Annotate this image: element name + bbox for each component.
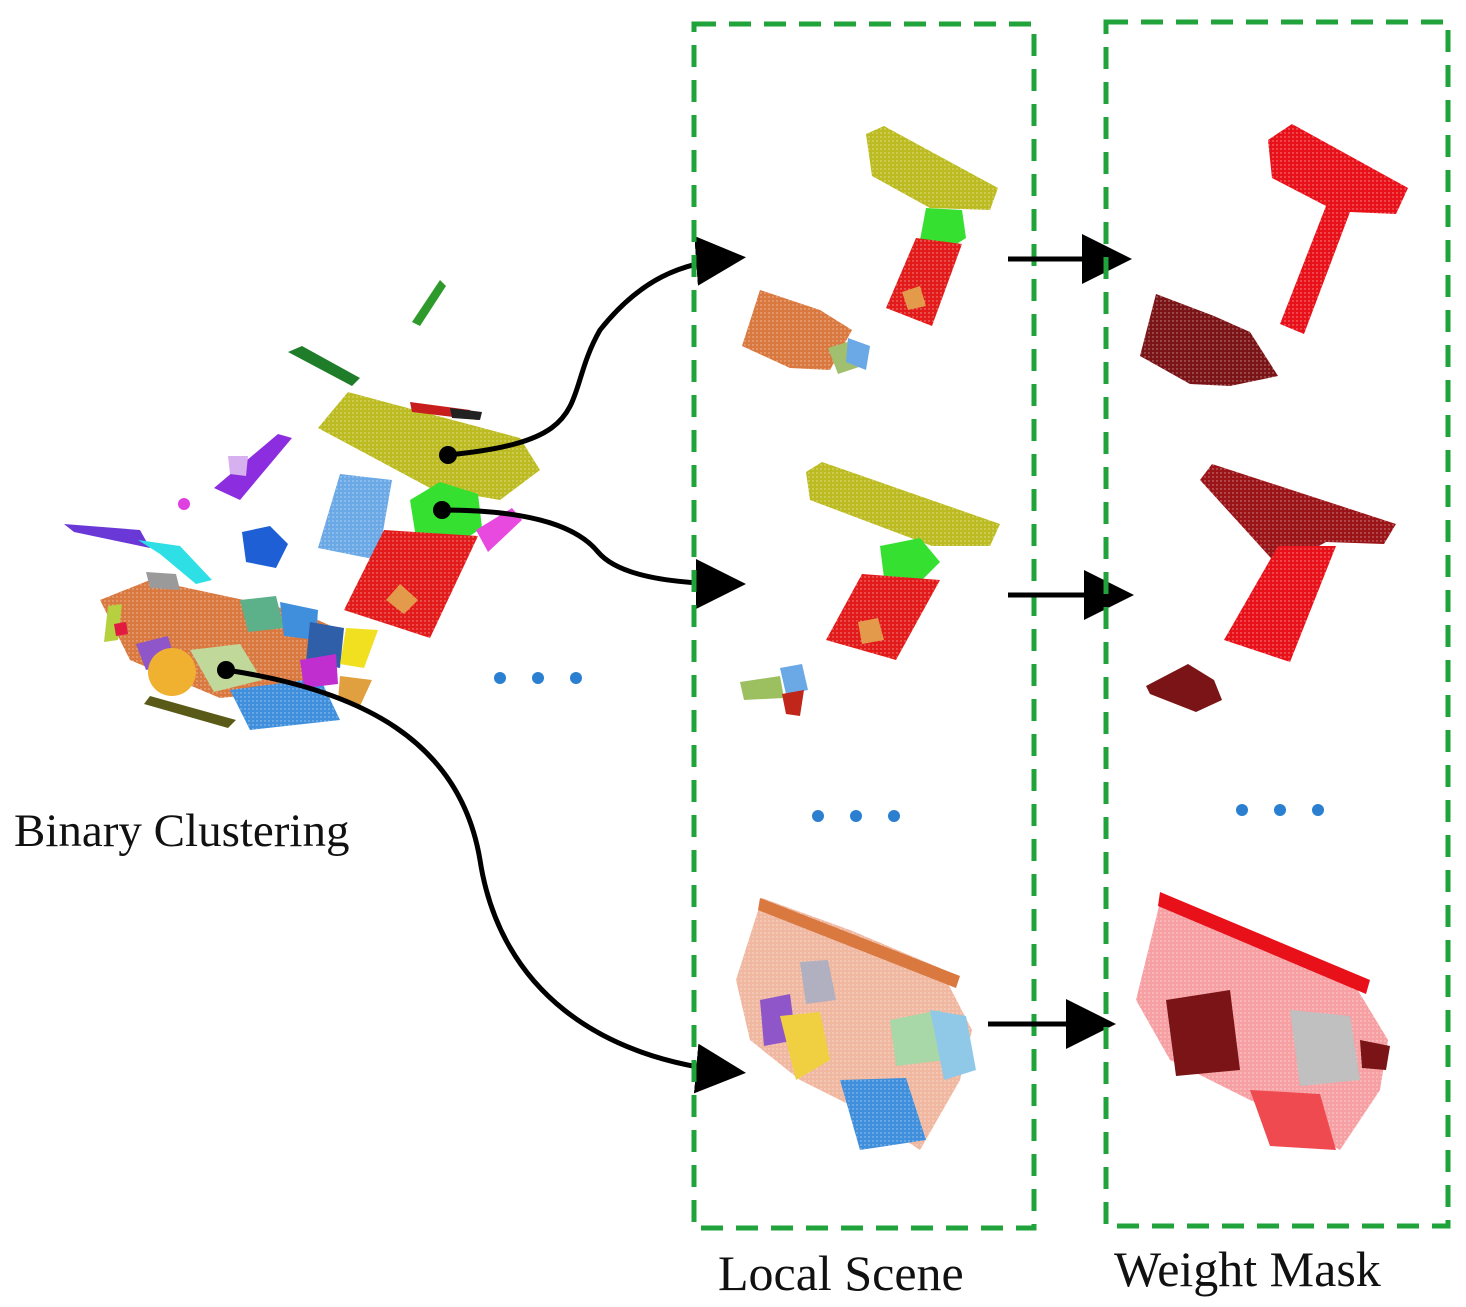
anchor-dot-3 [217, 661, 235, 679]
local-scene-2 [740, 462, 1000, 716]
local-scene-n [736, 898, 976, 1150]
weight-mask-1 [1140, 124, 1408, 386]
weight-mask-label: Weight Mask [1114, 1241, 1381, 1297]
local-scene-label: Local Scene [718, 1245, 964, 1301]
weight-mask-n [1136, 892, 1390, 1150]
panel-arrows [988, 234, 1134, 1049]
three-dots-icon [812, 810, 900, 822]
three-dots-icon [1236, 804, 1324, 816]
weight-mask-panel [1103, 19, 1451, 1229]
binary-clustering-label: Binary Clustering [14, 805, 350, 857]
weight-mask-2 [1146, 464, 1396, 712]
arrow-to-scene-n [225, 667, 746, 1094]
binary-clustering-cloud [64, 280, 540, 730]
anchor-dot-2 [433, 501, 451, 519]
anchor-dot-1 [439, 446, 457, 464]
local-scene-1 [742, 126, 998, 374]
local-scene-panel [691, 21, 1037, 1231]
connector-arrows [225, 235, 746, 1094]
three-dots-icon [494, 672, 582, 684]
arrow-to-scene-2 [441, 507, 746, 609]
arrow-to-scene-1 [447, 235, 746, 458]
